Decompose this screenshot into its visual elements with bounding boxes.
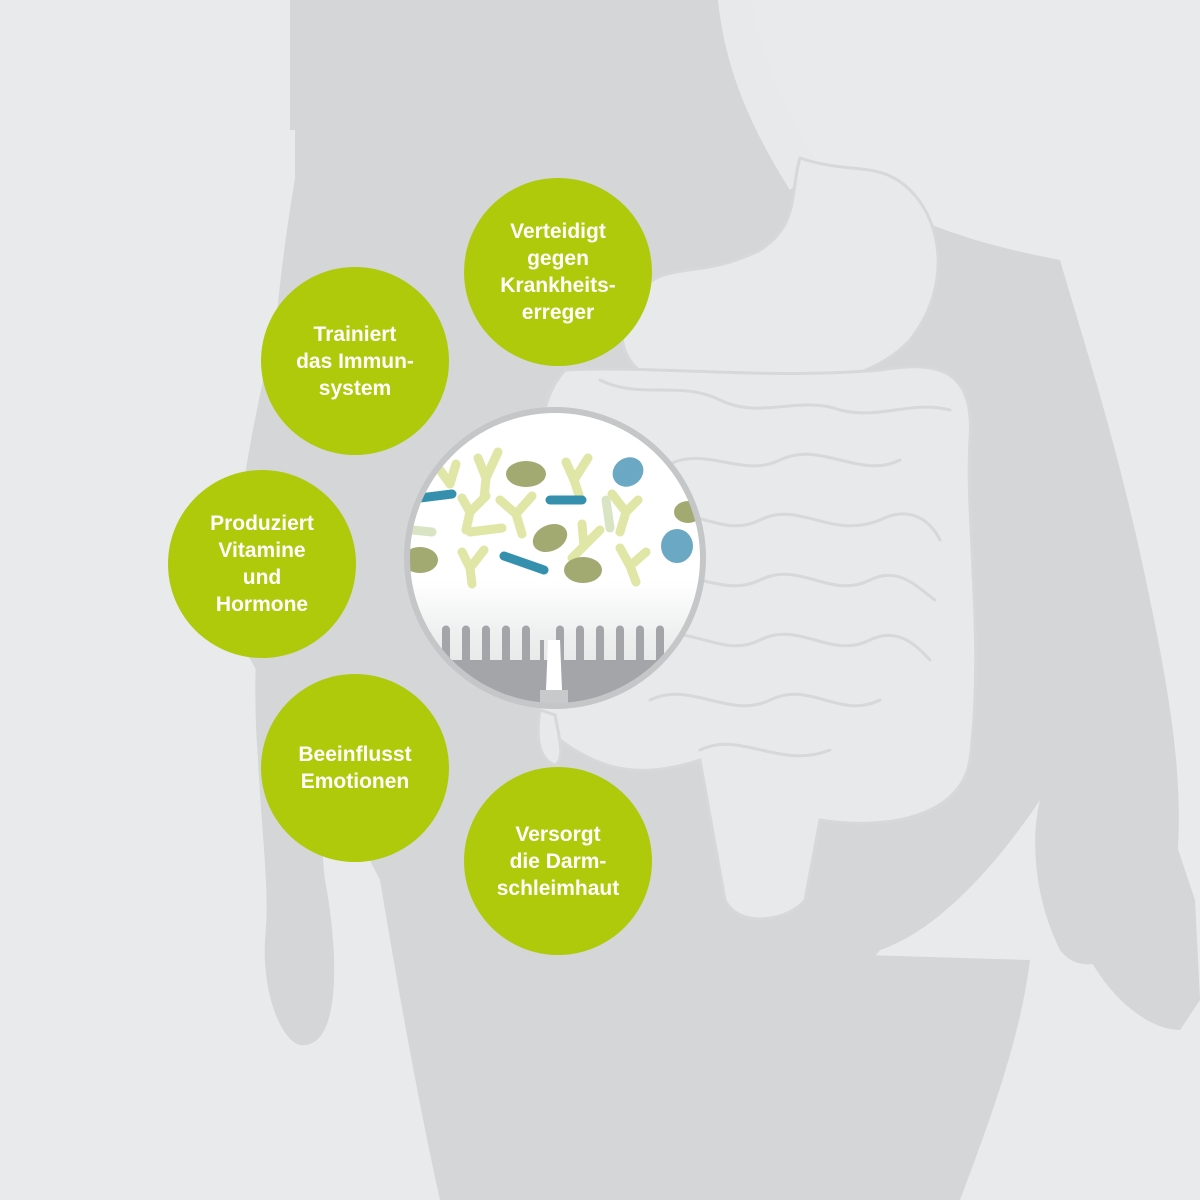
microbes-y-shaped — [435, 447, 651, 589]
benefit-text-mucosa: Versorgt die Darm- schleimhaut — [496, 822, 620, 900]
benefit-bubble-vitamins: Produziert Vitamine und Hormone — [168, 470, 356, 658]
small-intestine — [598, 378, 952, 758]
benefit-bubble-mucosa: Versorgt die Darm- schleimhaut — [464, 767, 652, 955]
benefit-text-vitamins: Produziert Vitamine und Hormone — [210, 512, 314, 616]
benefit-bubble-emotions: Beeinflusst Emotionen — [261, 674, 449, 862]
microbes-ovals — [407, 457, 702, 583]
benefit-bubble-defends: Verteidigt gegen Krankheits- erreger — [464, 178, 652, 366]
benefit-text-immune: Trainiert das Immun- system — [296, 322, 414, 400]
microbes-rods — [407, 489, 615, 575]
benefit-bubble-immune: Trainiert das Immun- system — [261, 267, 449, 455]
benefit-text-emotions: Beeinflusst Emotionen — [298, 743, 412, 793]
benefit-text-defends: Verteidigt gegen Krankheits- erreger — [500, 220, 616, 324]
